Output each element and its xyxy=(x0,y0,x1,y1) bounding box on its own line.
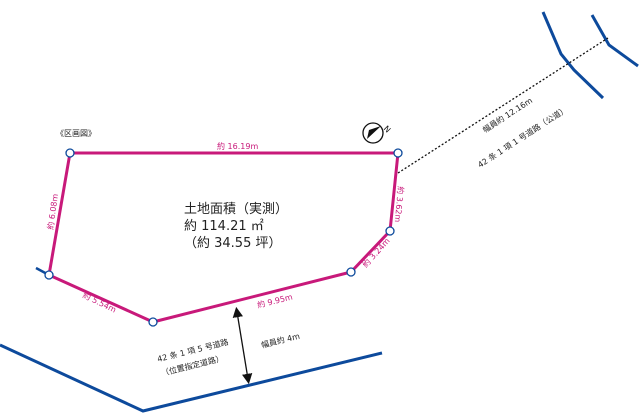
diagram-title: 《区画図》 xyxy=(56,129,96,138)
vertex xyxy=(393,148,403,158)
area-sqm: 約 114.21 ㎡ xyxy=(184,219,264,234)
vertex xyxy=(44,270,54,280)
vertex xyxy=(148,317,158,327)
public-road-width-dotted xyxy=(397,37,609,174)
public-road-edge-2 xyxy=(590,14,639,68)
area-heading: 土地面積（実測） xyxy=(184,201,288,217)
vertex xyxy=(346,267,356,277)
vertex xyxy=(385,226,395,236)
compass-label: N xyxy=(382,124,393,135)
private-road-width-arrow xyxy=(232,306,253,385)
vertices xyxy=(44,148,403,327)
private-road-edge xyxy=(0,343,383,413)
area-tsubo: （約 34.55 坪） xyxy=(184,236,281,251)
private-road-width: 幅員約 4m xyxy=(260,331,301,350)
vertex xyxy=(65,148,75,158)
side-label-right-lower: 約 3.24m xyxy=(360,236,392,270)
side-label-right-upper: 約 3.62m xyxy=(393,186,406,223)
north-compass-icon: N xyxy=(362,122,393,144)
side-label-top: 約 16.19m xyxy=(217,141,258,151)
public-road-edge-1 xyxy=(541,11,605,100)
